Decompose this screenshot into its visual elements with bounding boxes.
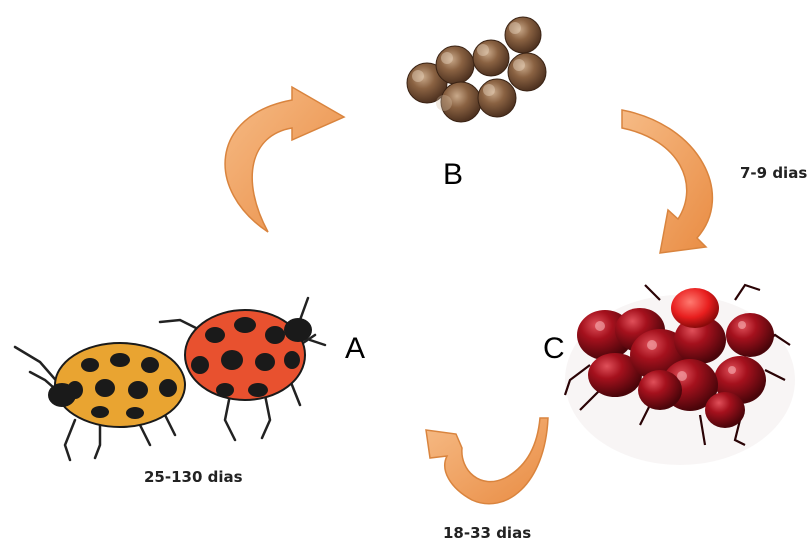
arrow-nymphs-to-adult	[426, 418, 548, 504]
egg-cluster-image	[407, 17, 546, 122]
arrow-eggs-to-nymphs	[622, 110, 712, 253]
duration-eggs-to-nymphs: 7-9 dias	[740, 166, 807, 181]
duration-adult: 25-130 dias	[144, 470, 243, 485]
stage-label-adult: A	[345, 334, 365, 364]
adult-bugs-image	[15, 298, 325, 460]
stage-label-eggs: B	[443, 160, 463, 190]
stage-label-nymphs: C	[543, 334, 565, 364]
arrow-adult-to-eggs	[225, 87, 344, 232]
nymph-cluster-image	[565, 285, 795, 465]
duration-nymphs-to-adult: 18-33 dias	[443, 526, 531, 541]
